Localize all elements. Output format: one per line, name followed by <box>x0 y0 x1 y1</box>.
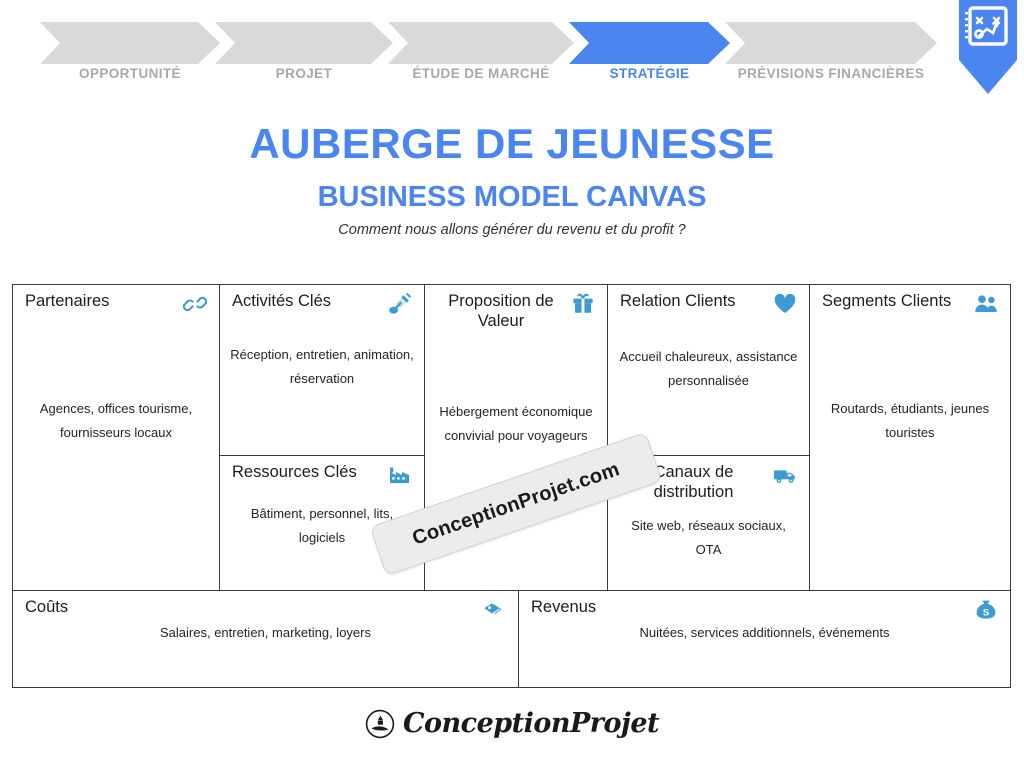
canvas-grid: Partenaires Agences, offices tourisme, f… <box>12 284 1011 688</box>
title-block: AUBERGE DE JEUNESSE BUSINESS MODEL CANVA… <box>0 120 1024 238</box>
canvas-cell-costs[interactable]: Coûts Salaires, entretien, marketing, lo… <box>12 590 519 688</box>
cell-header: Relation Clients <box>608 292 809 316</box>
step-label: PRÉVISIONS FINANCIÈRES <box>737 66 925 81</box>
hand-badge-logo-icon <box>365 709 395 739</box>
cell-body: Accueil chaleureux, assistance personnal… <box>619 349 798 389</box>
cell-header: Ressources Clés <box>220 463 424 487</box>
step-strategie[interactable]: STRATÉGIE <box>569 22 730 81</box>
page-title: AUBERGE DE JEUNESSE <box>249 120 775 167</box>
strategy-playbook-icon <box>957 0 1019 98</box>
chevron-shape <box>388 22 574 64</box>
canvas-cell-customer-segments[interactable]: Segments Clients Routards, étudiants, je… <box>809 284 1011 591</box>
people-icon <box>974 292 998 316</box>
svg-text:S: S <box>983 607 989 618</box>
truck-icon <box>773 463 797 487</box>
cell-body: Hébergement économique convivial pour vo… <box>439 404 593 444</box>
canvas-cell-customer-relations[interactable]: Relation Clients Accueil chaleureux, ass… <box>607 284 810 456</box>
cell-body: Agences, offices tourisme, fournisseurs … <box>39 401 193 441</box>
chain-link-icon <box>183 292 207 316</box>
cell-body: Bâtiment, personnel, lits, logiciels <box>250 506 394 546</box>
canvas-cell-key-activities[interactable]: Activités Clés Réception, entretien, ani… <box>219 284 425 456</box>
chevron-shape <box>215 22 393 64</box>
footer-logo: ConceptionProjet <box>0 708 1024 739</box>
gift-icon <box>571 292 595 316</box>
step-previsions-financieres[interactable]: PRÉVISIONS FINANCIÈRES <box>725 22 937 81</box>
cell-title: Revenus <box>531 598 597 616</box>
shovel-icon <box>388 292 412 316</box>
cell-header: Proposition de Valeur <box>425 292 607 332</box>
step-opportunite[interactable]: OPPORTUNITÉ <box>40 22 220 81</box>
cell-header: Activités Clés <box>220 292 424 316</box>
cell-body: Site web, réseaux sociaux, OTA <box>631 518 786 558</box>
cell-title: Partenaires <box>25 292 110 310</box>
footer-brand-name: ConceptionProjet <box>403 708 659 739</box>
cell-title: Proposition de Valeur <box>448 292 554 330</box>
cell-title: Ressources Clés <box>232 463 357 481</box>
chevron-shape <box>569 22 730 64</box>
page-tagline: Comment nous allons générer du revenu et… <box>338 221 686 238</box>
cell-header: Canaux de distribution <box>608 463 809 503</box>
cell-body: Réception, entretien, animation, réserva… <box>230 347 414 387</box>
cell-body: Salaires, entretien, marketing, loyers <box>160 625 371 640</box>
cell-title: Relation Clients <box>620 292 736 310</box>
heart-icon <box>773 292 797 316</box>
price-tag-icon <box>482 598 506 622</box>
cell-body: Nuitées, services additionnels, événemen… <box>639 625 890 640</box>
cell-header: Revenus S <box>519 598 1010 622</box>
chevron-shape <box>725 22 937 64</box>
factory-icon <box>388 463 412 487</box>
step-label: OPPORTUNITÉ <box>79 66 181 81</box>
chevron-shape <box>40 22 220 64</box>
cell-title: Coûts <box>25 598 69 616</box>
cell-header: Partenaires <box>13 292 219 316</box>
cell-header: Coûts <box>13 598 518 622</box>
cell-title: Segments Clients <box>822 292 952 310</box>
cell-title: Canaux de distribution <box>653 463 734 501</box>
step-label: ÉTUDE DE MARCHÉ <box>412 66 550 81</box>
canvas-cell-partners[interactable]: Partenaires Agences, offices tourisme, f… <box>12 284 220 591</box>
step-etude-de-marche[interactable]: ÉTUDE DE MARCHÉ <box>388 22 574 81</box>
page-subtitle: BUSINESS MODEL CANVAS <box>317 181 707 214</box>
cell-header: Segments Clients <box>810 292 1010 316</box>
step-label: STRATÉGIE <box>609 66 690 81</box>
canvas-cell-revenue[interactable]: Revenus S Nuitées, services additionnels… <box>518 590 1011 688</box>
process-step-nav: OPPORTUNITÉ PROJET ÉTUDE DE MARCHÉ STRAT… <box>0 0 1024 100</box>
money-bag-icon: S <box>974 598 998 622</box>
cell-title: Activités Clés <box>232 292 332 310</box>
step-label: PROJET <box>275 66 333 81</box>
cell-body: Routards, étudiants, jeunes touristes <box>830 401 990 441</box>
step-projet[interactable]: PROJET <box>215 22 393 81</box>
